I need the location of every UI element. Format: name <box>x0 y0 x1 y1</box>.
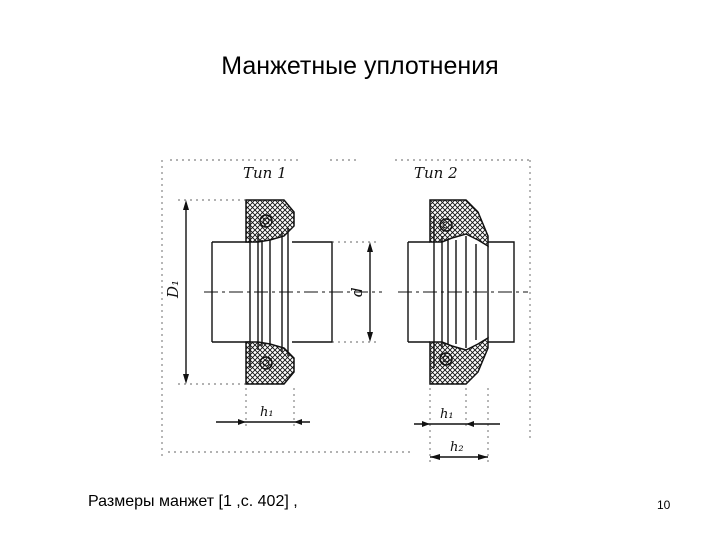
spring-icon <box>259 214 273 228</box>
scan-dotted-border <box>161 159 531 460</box>
seal-body-lower-type2 <box>429 336 489 385</box>
spring-icon <box>439 218 453 232</box>
spring-icon <box>439 352 453 366</box>
label-d: d <box>348 287 366 297</box>
seal-body-upper <box>245 199 295 243</box>
type2-label: Тип 2 <box>414 164 458 182</box>
seal-type-1: Тип 1 D₁ d h₁ <box>164 164 382 430</box>
spring-icon <box>259 356 273 370</box>
seal-body-upper-type2 <box>429 199 489 248</box>
label-h1-type2: h₁ <box>440 407 454 422</box>
seal-body-lower <box>245 341 295 385</box>
seal-drawing: Тип 1 D₁ d h₁ <box>161 159 531 462</box>
caption: Размеры манжет [1 ,с. 402] , <box>88 493 298 510</box>
label-h1-type1: h₁ <box>260 405 274 420</box>
slide-title: Манжетные уплотнения <box>221 52 499 80</box>
seal-type-2: Тип 2 h₁ h₂ <box>398 164 528 462</box>
page-number: 10 <box>657 498 671 512</box>
label-D1: D₁ <box>164 280 182 299</box>
type1-label: Тип 1 <box>243 164 287 182</box>
label-h2: h₂ <box>450 440 464 455</box>
